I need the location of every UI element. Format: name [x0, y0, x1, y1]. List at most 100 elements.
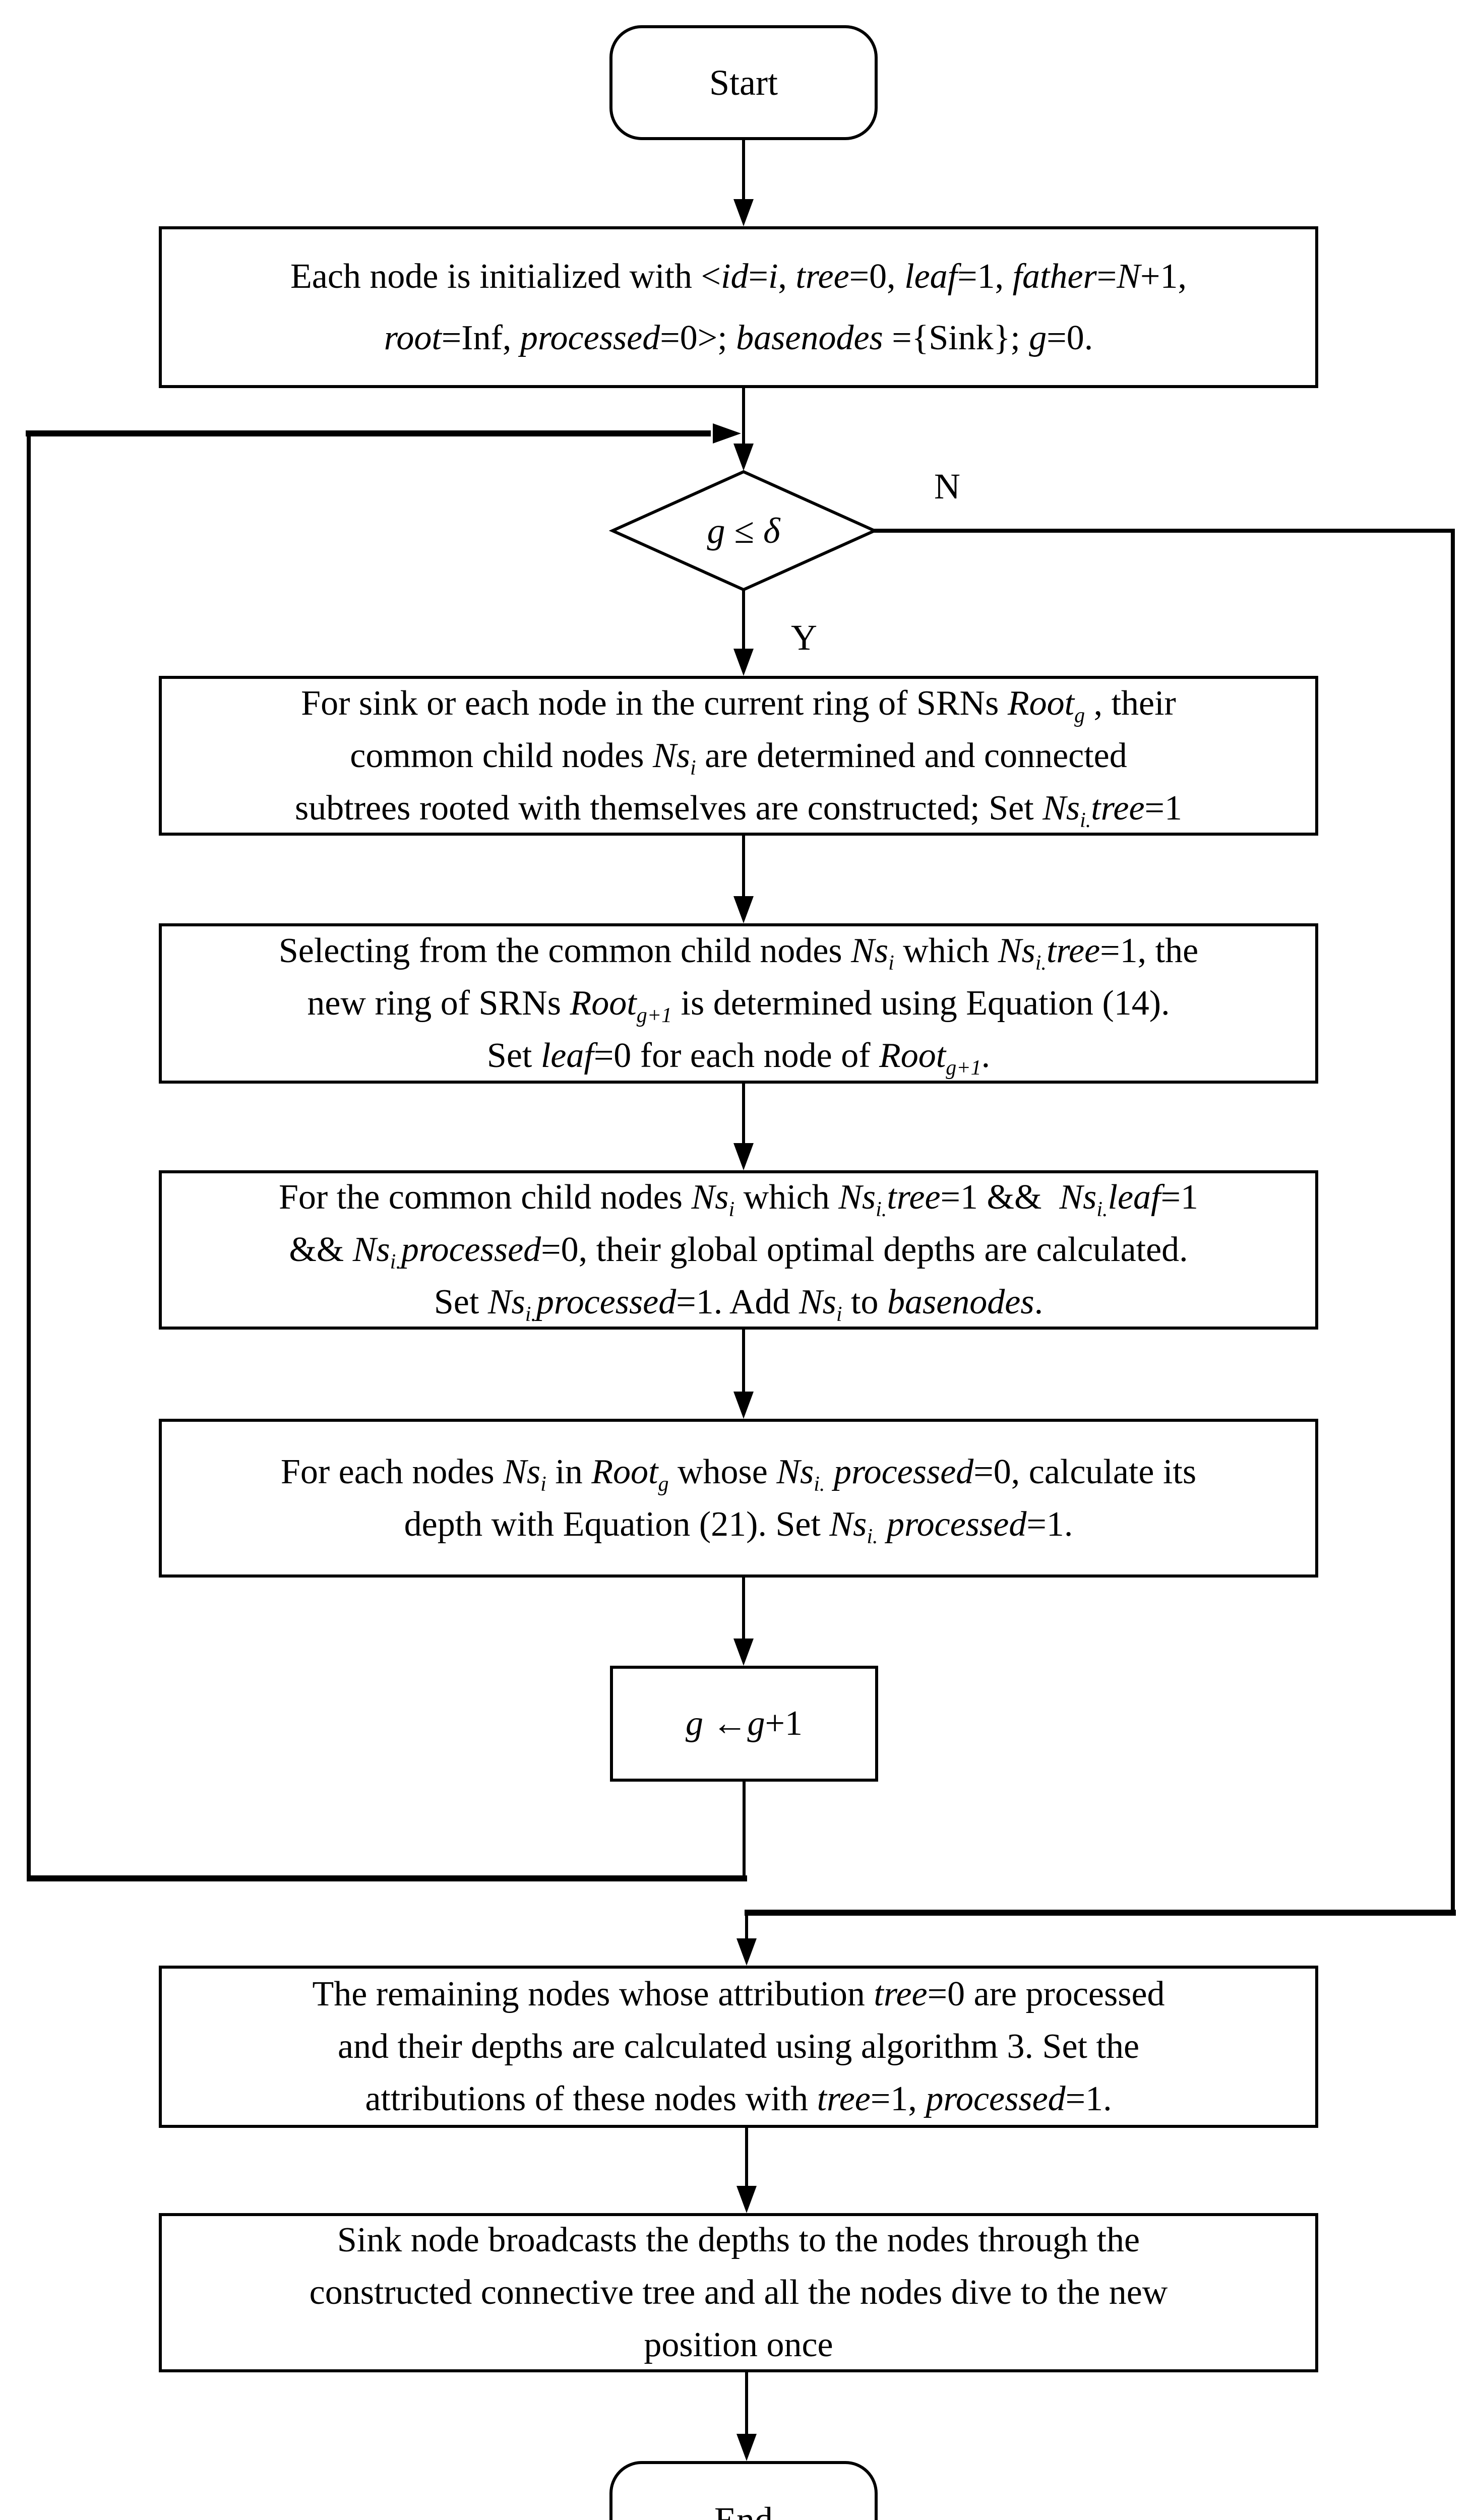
- text-run: [878, 1505, 887, 1544]
- text-run: δ: [763, 511, 780, 551]
- start-terminator: Start: [609, 25, 878, 140]
- text-line: new ring of SRNs Rootg+1 is determined u…: [279, 977, 1198, 1030]
- text-run: leaf: [540, 1036, 594, 1075]
- text-line: g ≤ δ: [707, 511, 780, 551]
- text-run: i.: [1035, 952, 1047, 975]
- text-run: i.: [814, 1472, 825, 1496]
- text-line: Set Nsi.processed=1. Add Nsi to basenode…: [279, 1276, 1198, 1329]
- text-run: processed: [887, 1504, 1027, 1544]
- end-label: End: [714, 2494, 773, 2520]
- text-run: Set: [434, 1283, 488, 1321]
- text-line: Set leaf=0 for each node of Rootg+1.: [279, 1030, 1198, 1082]
- text-run: processed: [401, 1230, 541, 1269]
- text-line: subtrees rooted with themselves are cons…: [295, 782, 1182, 835]
- process-increment-node: g ←g+1: [610, 1666, 878, 1782]
- text-run: g: [686, 1704, 703, 1743]
- text-run: processed: [520, 318, 660, 357]
- text-run: Root: [591, 1452, 658, 1491]
- text-run: g: [1029, 318, 1047, 357]
- text-run: g+1: [636, 1004, 672, 1027]
- process-broadcast-node: Sink node broadcasts the depths to the n…: [159, 2213, 1318, 2372]
- text-run: Ns: [352, 1230, 390, 1269]
- text-run: Each node is initialized with <: [290, 257, 721, 296]
- text-run: ,: [778, 257, 796, 296]
- text-run: =: [1096, 257, 1117, 296]
- text-run: tree: [817, 2080, 871, 2118]
- text-run: ←: [703, 1704, 748, 1743]
- text-run: i: [768, 257, 778, 296]
- text-line: Selecting from the common child nodes Ns…: [279, 925, 1198, 977]
- text-run: Ns: [776, 1452, 814, 1491]
- text-run: =1. Add: [676, 1283, 799, 1321]
- text-run: Root: [1007, 683, 1075, 723]
- text-run: g: [658, 1472, 669, 1496]
- text-line: && Nsi.processed=0, their global optimal…: [279, 1224, 1198, 1276]
- text-run: =0, their global optimal depths are calc…: [541, 1230, 1188, 1269]
- process-init-node: Each node is initialized with <id = i, tre…: [159, 226, 1318, 388]
- text-run: tree: [887, 1178, 941, 1217]
- text-run: Ns: [838, 1178, 876, 1217]
- text-run: i: [540, 1472, 546, 1496]
- text-run: in: [546, 1452, 592, 1491]
- text-run: +1,: [1140, 257, 1187, 296]
- text-run: =0 are processed: [927, 1975, 1165, 2013]
- text-run: tree: [795, 257, 849, 296]
- text-run: N: [1117, 257, 1140, 296]
- text-run: id: [721, 257, 749, 296]
- text-run: basenodes: [887, 1283, 1034, 1321]
- process-remaining-text: The remaining nodes whose attribution tr…: [312, 1968, 1164, 2125]
- text-run: =1: [1160, 1178, 1198, 1217]
- text-run: Sink node broadcasts the depths to the n…: [337, 2221, 1140, 2259]
- text-line: common child nodes Nsi are determined an…: [295, 730, 1182, 782]
- arrow-remaining-to-broadcast: [736, 2128, 757, 2213]
- text-run: ={Sink};: [883, 318, 1029, 357]
- process-init-text: Each node is initialized with <id = i, tre…: [290, 246, 1187, 369]
- text-run: i: [888, 952, 894, 975]
- text-run: subtrees rooted with themselves are cons…: [294, 788, 1043, 828]
- text-run: i.: [525, 1303, 536, 1326]
- arrow-select-to-global: [733, 1084, 754, 1170]
- start-label: Start: [709, 56, 778, 109]
- process-remaining-node: The remaining nodes whose attribution tr…: [159, 1966, 1318, 2128]
- text-line: Each node is initialized with <id = i, tre…: [290, 246, 1187, 307]
- process-select-ring-node: Selecting from the common child nodes Ns…: [159, 923, 1318, 1084]
- text-run: .: [1034, 1283, 1043, 1321]
- text-run: The remaining nodes whose attribution: [312, 1975, 874, 2013]
- text-line: For sink or each node in the current rin…: [295, 677, 1182, 730]
- text-run: common child nodes: [350, 736, 653, 775]
- text-run: Ns: [487, 1283, 525, 1321]
- text-run: i.: [1080, 808, 1091, 832]
- text-run: =0>;: [660, 318, 736, 357]
- text-run: which: [894, 931, 998, 970]
- text-line: The remaining nodes whose attribution tr…: [312, 1968, 1164, 2021]
- text-run: and their depths are calculated using al…: [337, 2027, 1140, 2066]
- text-run: =1,: [870, 2080, 926, 2118]
- text-run: &&: [289, 1230, 353, 1269]
- text-run: =0, calculate its: [973, 1452, 1197, 1491]
- text-run: i: [728, 1198, 735, 1221]
- text-run: which: [734, 1178, 839, 1217]
- text-run: Ns: [799, 1283, 836, 1321]
- text-run: whose: [668, 1452, 777, 1491]
- text-run: Start: [709, 62, 778, 103]
- text-run: father: [1012, 257, 1097, 296]
- text-run: [825, 1453, 834, 1491]
- text-run: Root: [879, 1036, 946, 1075]
- text-run: Root: [570, 984, 637, 1023]
- text-run: leaf: [904, 257, 958, 296]
- text-run: leaf: [1108, 1178, 1161, 1217]
- text-line: g ←g+1: [686, 1697, 803, 1750]
- text-line: For each nodes Nsi in Rootg whose Nsi. p…: [281, 1446, 1196, 1498]
- text-line: Start: [709, 56, 778, 109]
- text-run: =1.: [1065, 2080, 1112, 2118]
- text-run: , their: [1085, 683, 1176, 723]
- text-run: =0,: [849, 257, 905, 296]
- arrow-ring-to-increment: [733, 1578, 754, 1666]
- text-run: =1, the: [1100, 931, 1199, 970]
- text-run: Ns: [1042, 788, 1080, 828]
- arrow-init-to-decision: [733, 388, 754, 471]
- text-run: tree: [874, 1975, 928, 2013]
- text-run: For sink or each node in the current rin…: [301, 683, 1008, 723]
